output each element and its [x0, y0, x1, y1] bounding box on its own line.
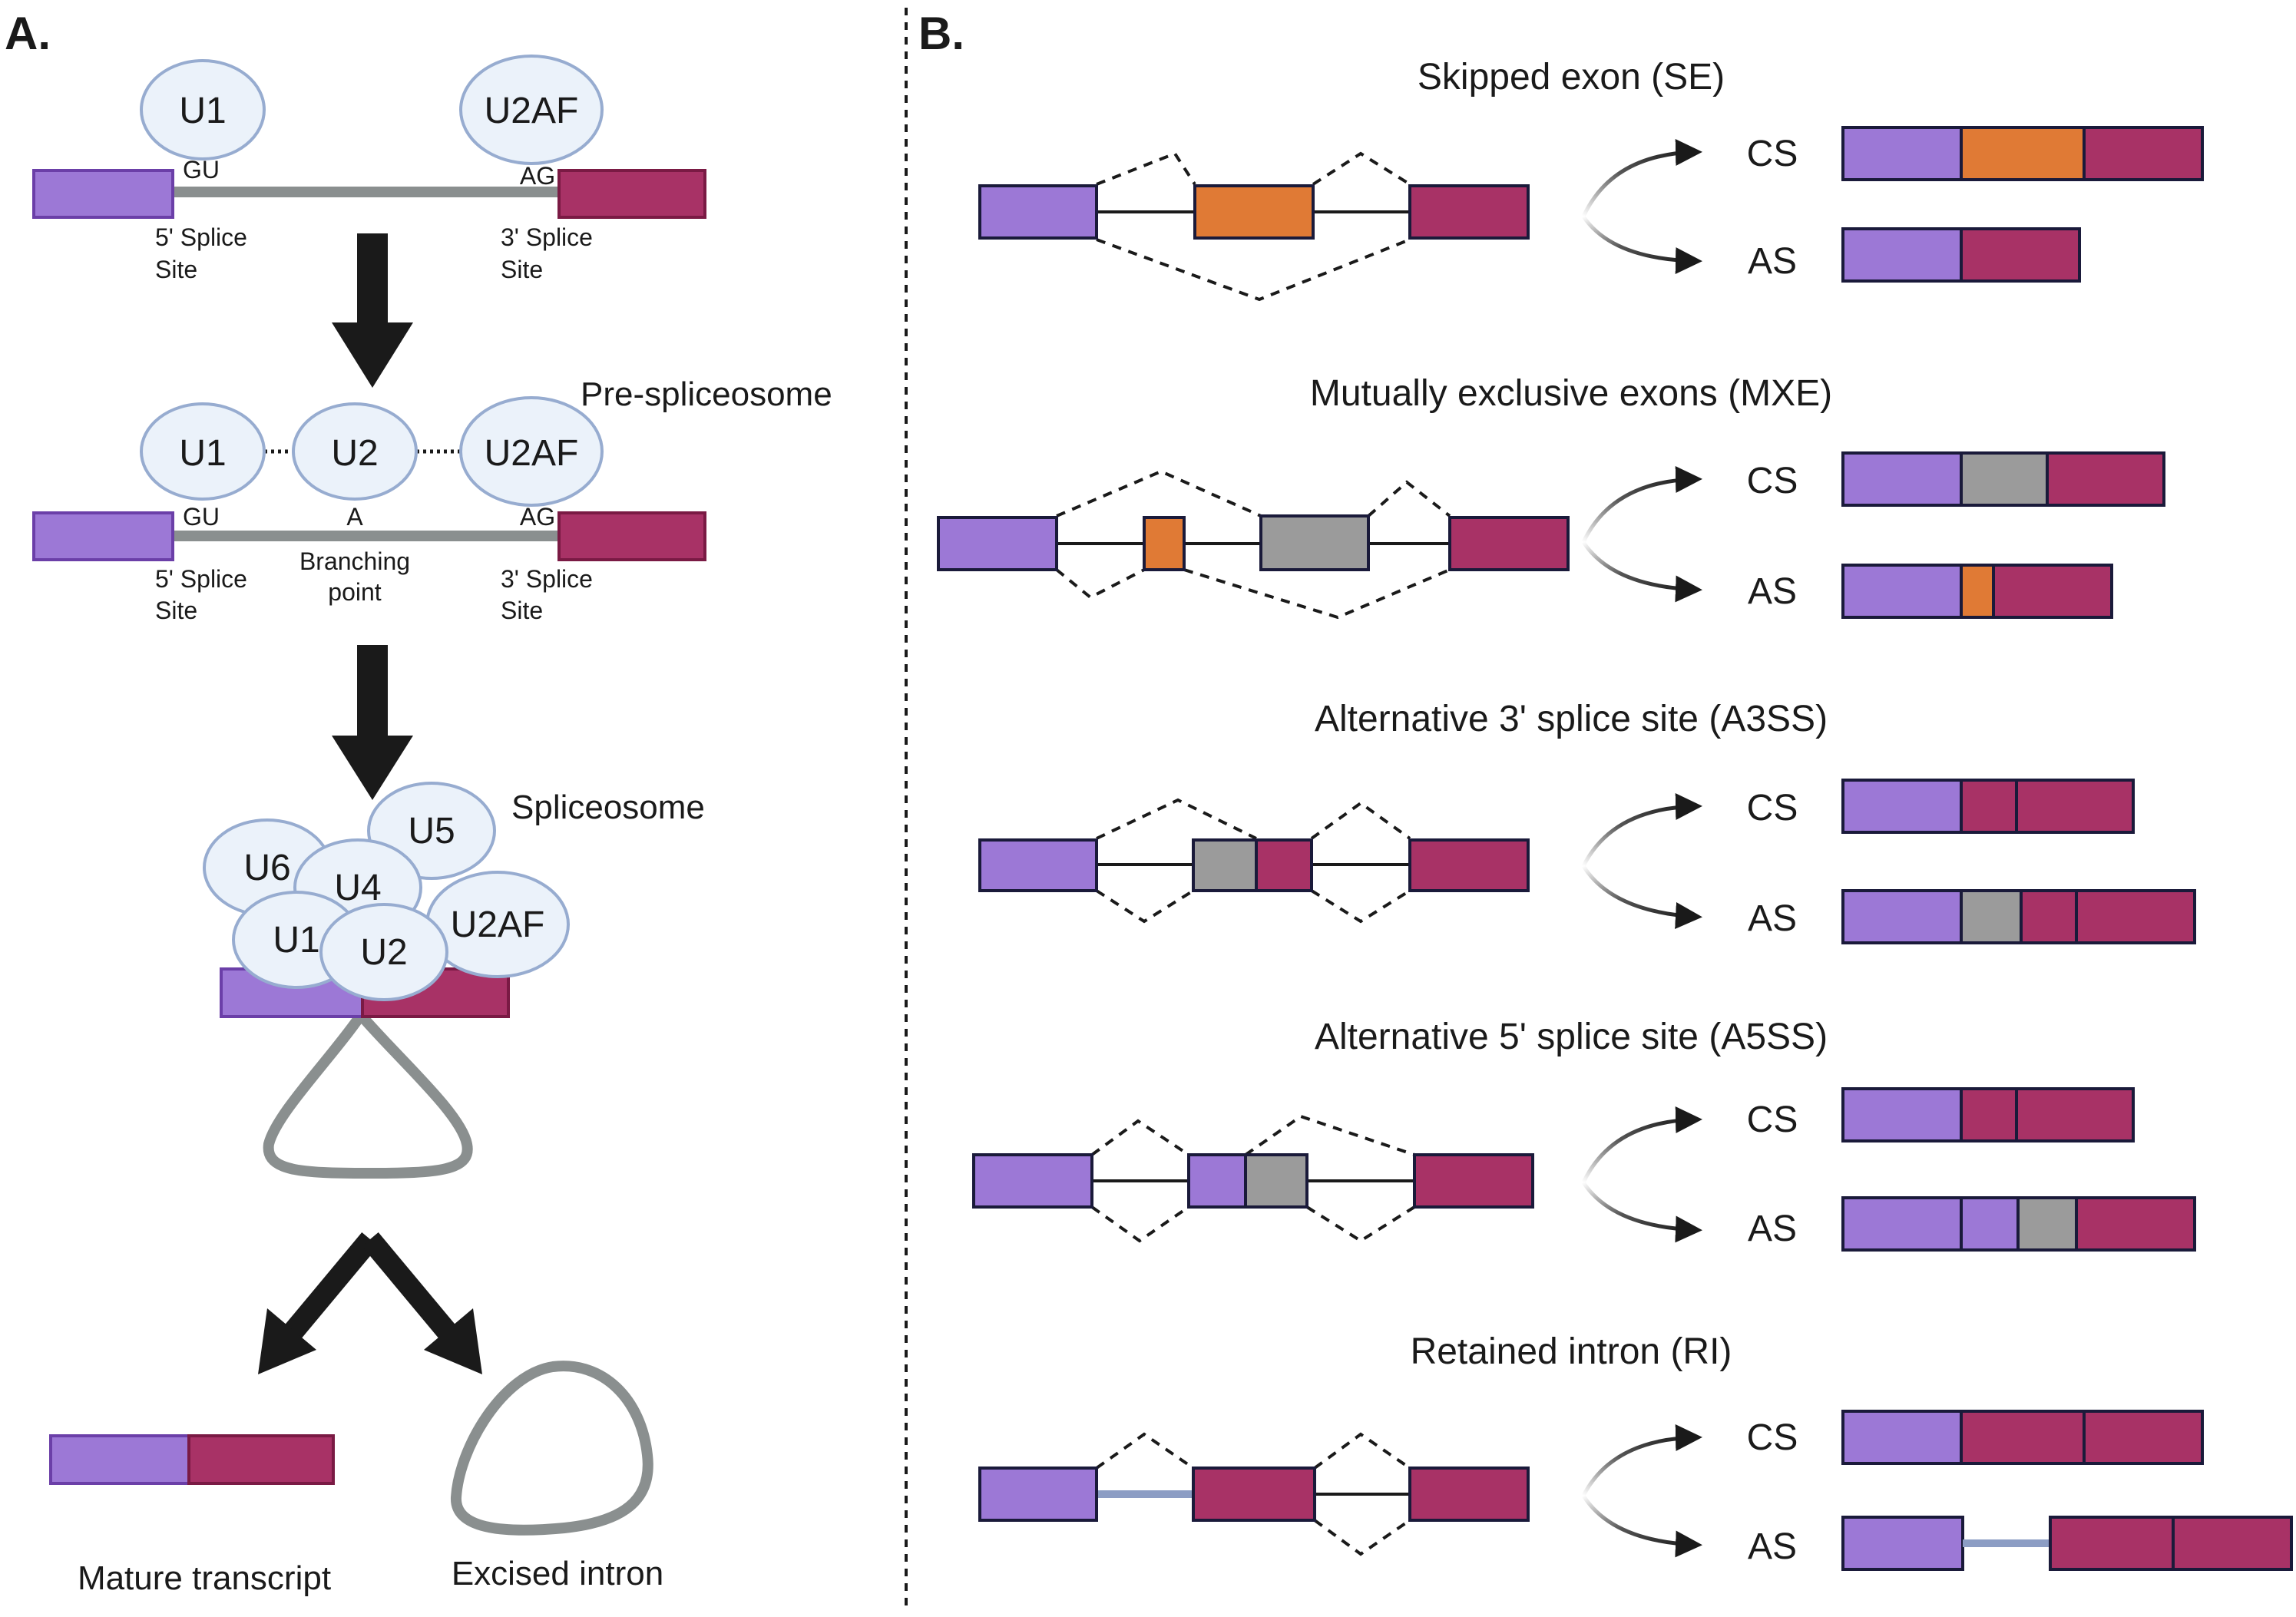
stage2-pre-spliceosome: Pre-spliceosome U1 U2 U2AF GU A AG 5' Sp…: [32, 375, 832, 624]
stage1-5ss-line1: 5' Splice: [155, 223, 247, 251]
u6-label: U6: [243, 848, 290, 888]
stage1-u2af-snrnp: [459, 55, 604, 165]
event-title: Alternative 5' splice site (A5SS): [1315, 1017, 1828, 1057]
event-title: Alternative 3' splice site (A3SS): [1315, 699, 1828, 739]
stage2-5prime-exon: [32, 511, 174, 561]
as-label: AS: [1748, 1526, 1797, 1567]
spliceosome-title: Spliceosome: [511, 789, 705, 826]
event-skipped-exon: Skipped exon (SE) CS AS: [978, 57, 2204, 302]
step-arrow-2: [332, 645, 413, 800]
stage2-3ss-line2: Site: [501, 597, 543, 624]
stage1-5prime-exon: [32, 169, 174, 219]
cs-label: CS: [1747, 1417, 1798, 1458]
branch-point-line2: point: [328, 578, 382, 606]
mature-transcript-label: Mature transcript: [78, 1559, 331, 1597]
product-fork-arrow: [258, 1232, 482, 1374]
pre-spliceosome-title: Pre-spliceosome: [581, 375, 832, 413]
stage3-spliceosome: Spliceosome U6 U5 U4 U2AF U1 U2: [203, 782, 705, 1179]
stage2-u2-label: U2: [331, 433, 378, 474]
as-label: AS: [1748, 571, 1797, 612]
stage1-u2af-label: U2AF: [485, 91, 579, 131]
stage2-a-label: A: [346, 503, 363, 531]
stage2-3ss-line1: 3' Splice: [501, 565, 593, 593]
stage2-u1-snrnp: [140, 402, 266, 501]
stage1-3ss-line2: Site: [501, 256, 543, 283]
mature-5prime-exon: [49, 1434, 190, 1485]
stage1-u1-label: U1: [179, 91, 226, 131]
event-title: Skipped exon (SE): [1418, 57, 1725, 98]
cs-label: CS: [1747, 461, 1798, 501]
event-retained-intron: Retained intron (RI) CS AS: [978, 1331, 2293, 1571]
panel-a-label: A.: [5, 8, 51, 59]
stage2-5ss-line1: 5' Splice: [155, 565, 247, 593]
stage1-u1-snrnp: [140, 59, 266, 160]
stage1-ag-label: AG: [520, 162, 555, 190]
stage2-ag-label: AG: [520, 503, 555, 531]
excised-intron-label: Excised intron: [452, 1555, 663, 1592]
cs-label: CS: [1747, 788, 1798, 828]
u2-label: U2: [360, 932, 407, 973]
stage1-gu-label: GU: [183, 156, 220, 184]
stage2-u2af-label: U2AF: [485, 433, 579, 474]
stage2-gu-label: GU: [183, 503, 220, 531]
u1-label: U1: [273, 920, 319, 961]
stage2-u2-snrnp: [292, 402, 418, 501]
cs-label: CS: [1747, 1099, 1798, 1140]
u2-snrnp: [319, 903, 448, 1001]
excised-intron-loop: [451, 1361, 653, 1536]
as-label: AS: [1748, 898, 1797, 939]
lariat-intron: [263, 1006, 473, 1179]
panel-b-label: B.: [918, 8, 964, 59]
splicing-products: Mature transcript Excised intron: [49, 1361, 663, 1597]
cs-label: CS: [1747, 134, 1798, 174]
event-title: Mutually exclusive exons (MXE): [1310, 373, 1832, 414]
u4-label: U4: [334, 868, 381, 908]
as-label: AS: [1748, 1209, 1797, 1249]
stage1-pre-mrna: U1 U2AF GU AG 5' Splice Site 3' Splice S…: [32, 55, 706, 283]
event-title: Retained intron (RI): [1411, 1331, 1732, 1372]
step-arrow-1: [332, 233, 413, 388]
branch-point-line1: Branching: [299, 547, 410, 575]
stage1-5ss-line2: Site: [155, 256, 197, 283]
mature-3prime-exon: [187, 1434, 335, 1485]
event-alternative-3ss: Alternative 3' splice site (A3SS) CS AS: [978, 699, 2196, 944]
stage1-3ss-line1: 3' Splice: [501, 223, 593, 251]
stage2-u2af-snrnp: [459, 396, 604, 507]
stage1-3prime-exon: [557, 169, 706, 219]
as-label: AS: [1748, 241, 1797, 282]
stage2-u1-label: U1: [179, 433, 226, 474]
event-alternative-5ss: Alternative 5' splice site (A5SS) CS AS: [972, 1017, 2196, 1252]
u5-label: U5: [408, 811, 455, 851]
stage2-5ss-line2: Site: [155, 597, 197, 624]
event-mutually-exclusive-exons: Mutually exclusive exons (MXE) CS AS: [937, 373, 2165, 620]
stage2-3prime-exon: [557, 511, 706, 561]
u2af-label: U2AF: [451, 904, 545, 945]
